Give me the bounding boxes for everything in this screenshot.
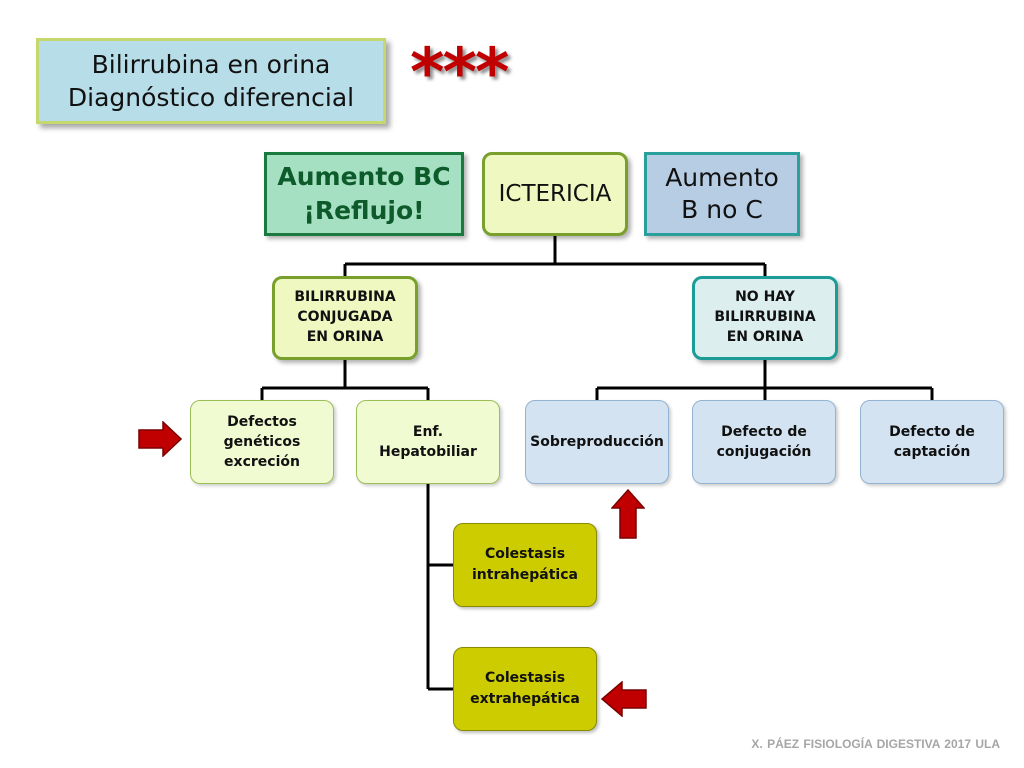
colestasis-extrahepatica-node: Colestasis extrahepática [453,647,597,731]
no-hay-line-3: EN ORINA [726,328,804,345]
no-hay-line-1: NO HAY [735,289,795,306]
ictericia-label: ICTERICIA [498,181,612,207]
aumento-bc-line-2: ¡Reflujo! [303,196,425,225]
captacion-line-1: Defecto de [889,423,975,440]
conjugada-line-2: CONJUGADA [297,309,393,326]
aumento-bc-line-1: Aumento BC [277,162,451,192]
red-arrow-up-icon [611,489,645,539]
no-hay-line-2: BILIRRUBINA [714,309,816,326]
extra-line-1: Colestasis [484,670,566,686]
sobreproduccion-node: Sobreproducción [525,400,669,484]
conjugacion-line-2: conjugación [716,444,812,460]
defectos-line-1: Defectos [227,413,297,430]
defectos-line-2: genéticos [223,433,301,450]
ictericia-node: ICTERICIA [482,152,628,236]
stars-mark: *** [410,34,510,111]
title-line-1: Bilirrubina en orina [91,50,331,79]
enf-hepatobiliar-node: Enf. Hepatobiliar [356,400,500,484]
defecto-captacion-node: Defecto de captación [860,400,1004,484]
intra-line-2: intrahepática [472,567,578,583]
sobre-label: Sobreproducción [530,433,664,450]
aumento-bc-box: Aumento BC ¡Reflujo! [264,152,464,236]
intra-line-1: Colestasis [484,546,566,562]
slide-title: Bilirrubina en orina Diagnóstico diferen… [36,38,386,124]
conjugada-line-3: EN ORINA [306,328,384,345]
aumento-b-line-2: B no C [681,195,763,224]
defectos-line-3: excreción [224,454,300,471]
defecto-conjugacion-node: Defecto de conjugación [692,400,836,484]
enf-line-2: Hepatobiliar [379,444,477,460]
enf-line-1: Enf. [412,423,444,440]
no-hay-bilirrubina-node: NO HAY BILIRRUBINA EN ORINA [692,276,838,360]
bilirrubina-conjugada-node: BILIRRUBINA CONJUGADA EN ORINA [272,276,418,360]
conjugada-line-1: BILIRRUBINA [294,289,396,306]
title-line-2: Diagnóstico diferencial [67,83,355,112]
conjugacion-line-1: Defecto de [721,423,807,440]
footer-credit: X. PÁEZ FISIOLOGÍA DIGESTIVA 2017 ULA [751,737,1000,751]
defectos-geneticos-node: Defectos genéticos excreción [190,400,334,484]
aumento-b-line-1: Aumento [665,162,779,192]
aumento-b-box: Aumento B no C [644,152,800,236]
colestasis-intrahepatica-node: Colestasis intrahepática [453,523,597,607]
extra-line-2: extrahepática [470,691,580,707]
captacion-line-2: captación [893,444,971,460]
red-arrow-left-icon [601,681,647,717]
red-arrow-right-icon [138,421,182,457]
